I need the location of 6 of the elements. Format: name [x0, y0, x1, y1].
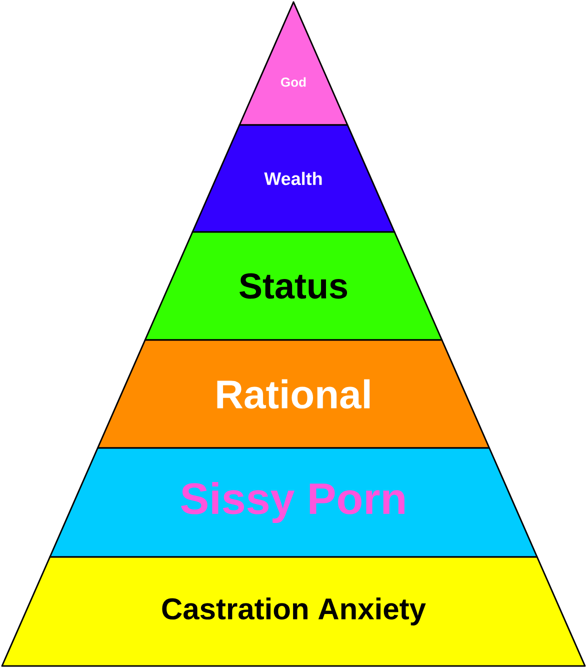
pyramid-level: Status — [144, 231, 443, 341]
pyramid-level: Wealth — [192, 124, 396, 233]
pyramid-level: Rational — [96, 339, 490, 449]
pyramid-level: Castration Anxiety — [1, 556, 586, 667]
pyramid-level: God — [238, 1, 348, 126]
pyramid-level: Sissy Porn — [49, 447, 538, 558]
